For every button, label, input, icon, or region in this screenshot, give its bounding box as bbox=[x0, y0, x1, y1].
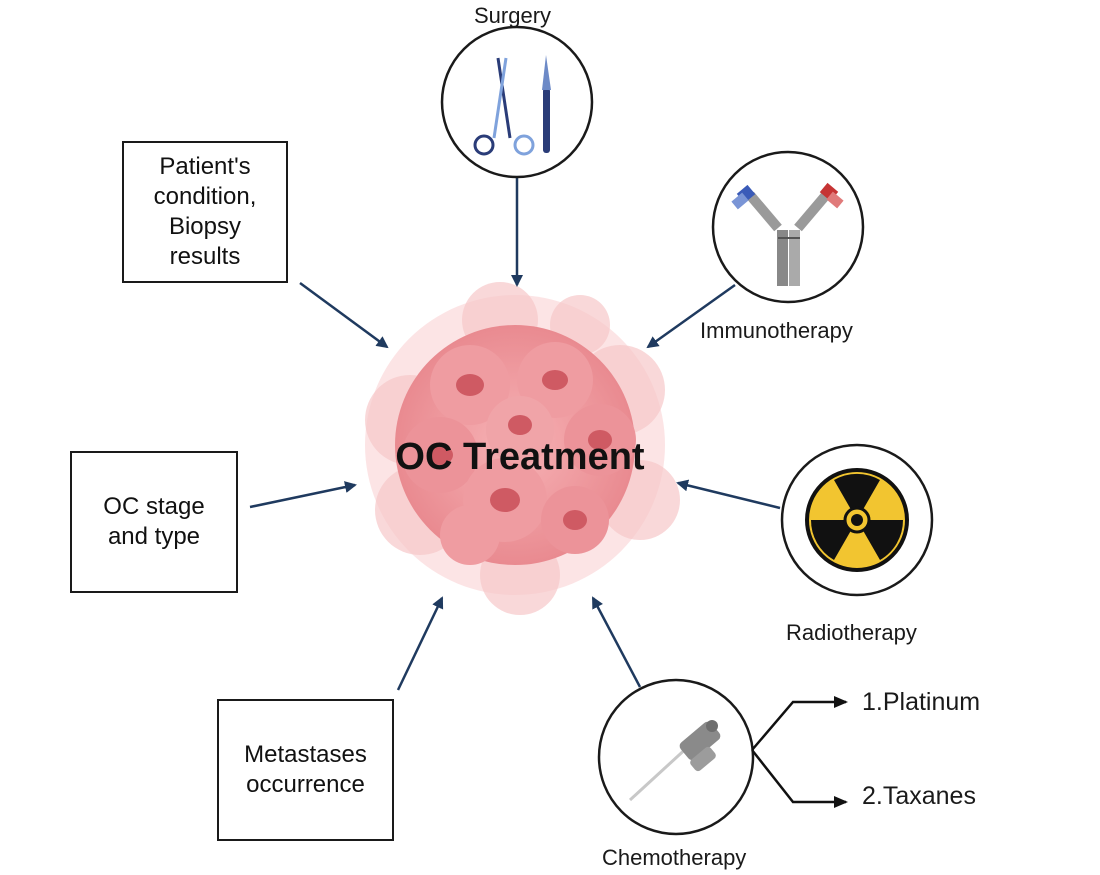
surgery-node bbox=[440, 25, 594, 179]
arrow-radiotherapy bbox=[676, 479, 781, 510]
arrow-chemotherapy bbox=[591, 596, 642, 688]
metastases-box: Metastases occurrence bbox=[217, 699, 394, 841]
arrow-taxanes bbox=[751, 749, 848, 808]
arrow-stage-type bbox=[249, 481, 357, 509]
arrow-platinum bbox=[751, 696, 848, 751]
radiation-icon bbox=[805, 468, 909, 572]
metastases-text: Metastases occurrence bbox=[244, 741, 367, 798]
immunotherapy-label: Immunotherapy bbox=[700, 318, 853, 343]
arrow-immunotherapy bbox=[646, 283, 736, 349]
scissors-scalpel-icon bbox=[473, 55, 551, 156]
stage-type-text: OC stage and type bbox=[103, 493, 205, 550]
iv-cannula-icon bbox=[628, 720, 721, 802]
radiotherapy-node bbox=[780, 443, 934, 597]
stage-type-box: OC stage and type bbox=[70, 451, 238, 593]
patient-condition-text: Patient's condition, Biopsy results bbox=[153, 153, 257, 270]
patient-condition-box: Patient's condition, Biopsy results bbox=[122, 141, 288, 283]
drug-taxanes: 2.Taxanes bbox=[862, 782, 976, 810]
surgery-label: Surgery bbox=[474, 3, 552, 28]
immunotherapy-node bbox=[711, 150, 865, 304]
drug-platinum: 1.Platinum bbox=[862, 688, 981, 716]
arrow-metastases bbox=[396, 596, 444, 691]
chemotherapy-label: Chemotherapy bbox=[602, 845, 747, 870]
center-title: OC Treatment bbox=[395, 436, 645, 478]
antibody-icon bbox=[731, 182, 844, 286]
radiotherapy-label: Radiotherapy bbox=[786, 620, 917, 645]
arrow-patient-condition bbox=[299, 281, 389, 349]
chemotherapy-node bbox=[597, 678, 755, 836]
tumor-cluster-icon bbox=[365, 282, 680, 615]
